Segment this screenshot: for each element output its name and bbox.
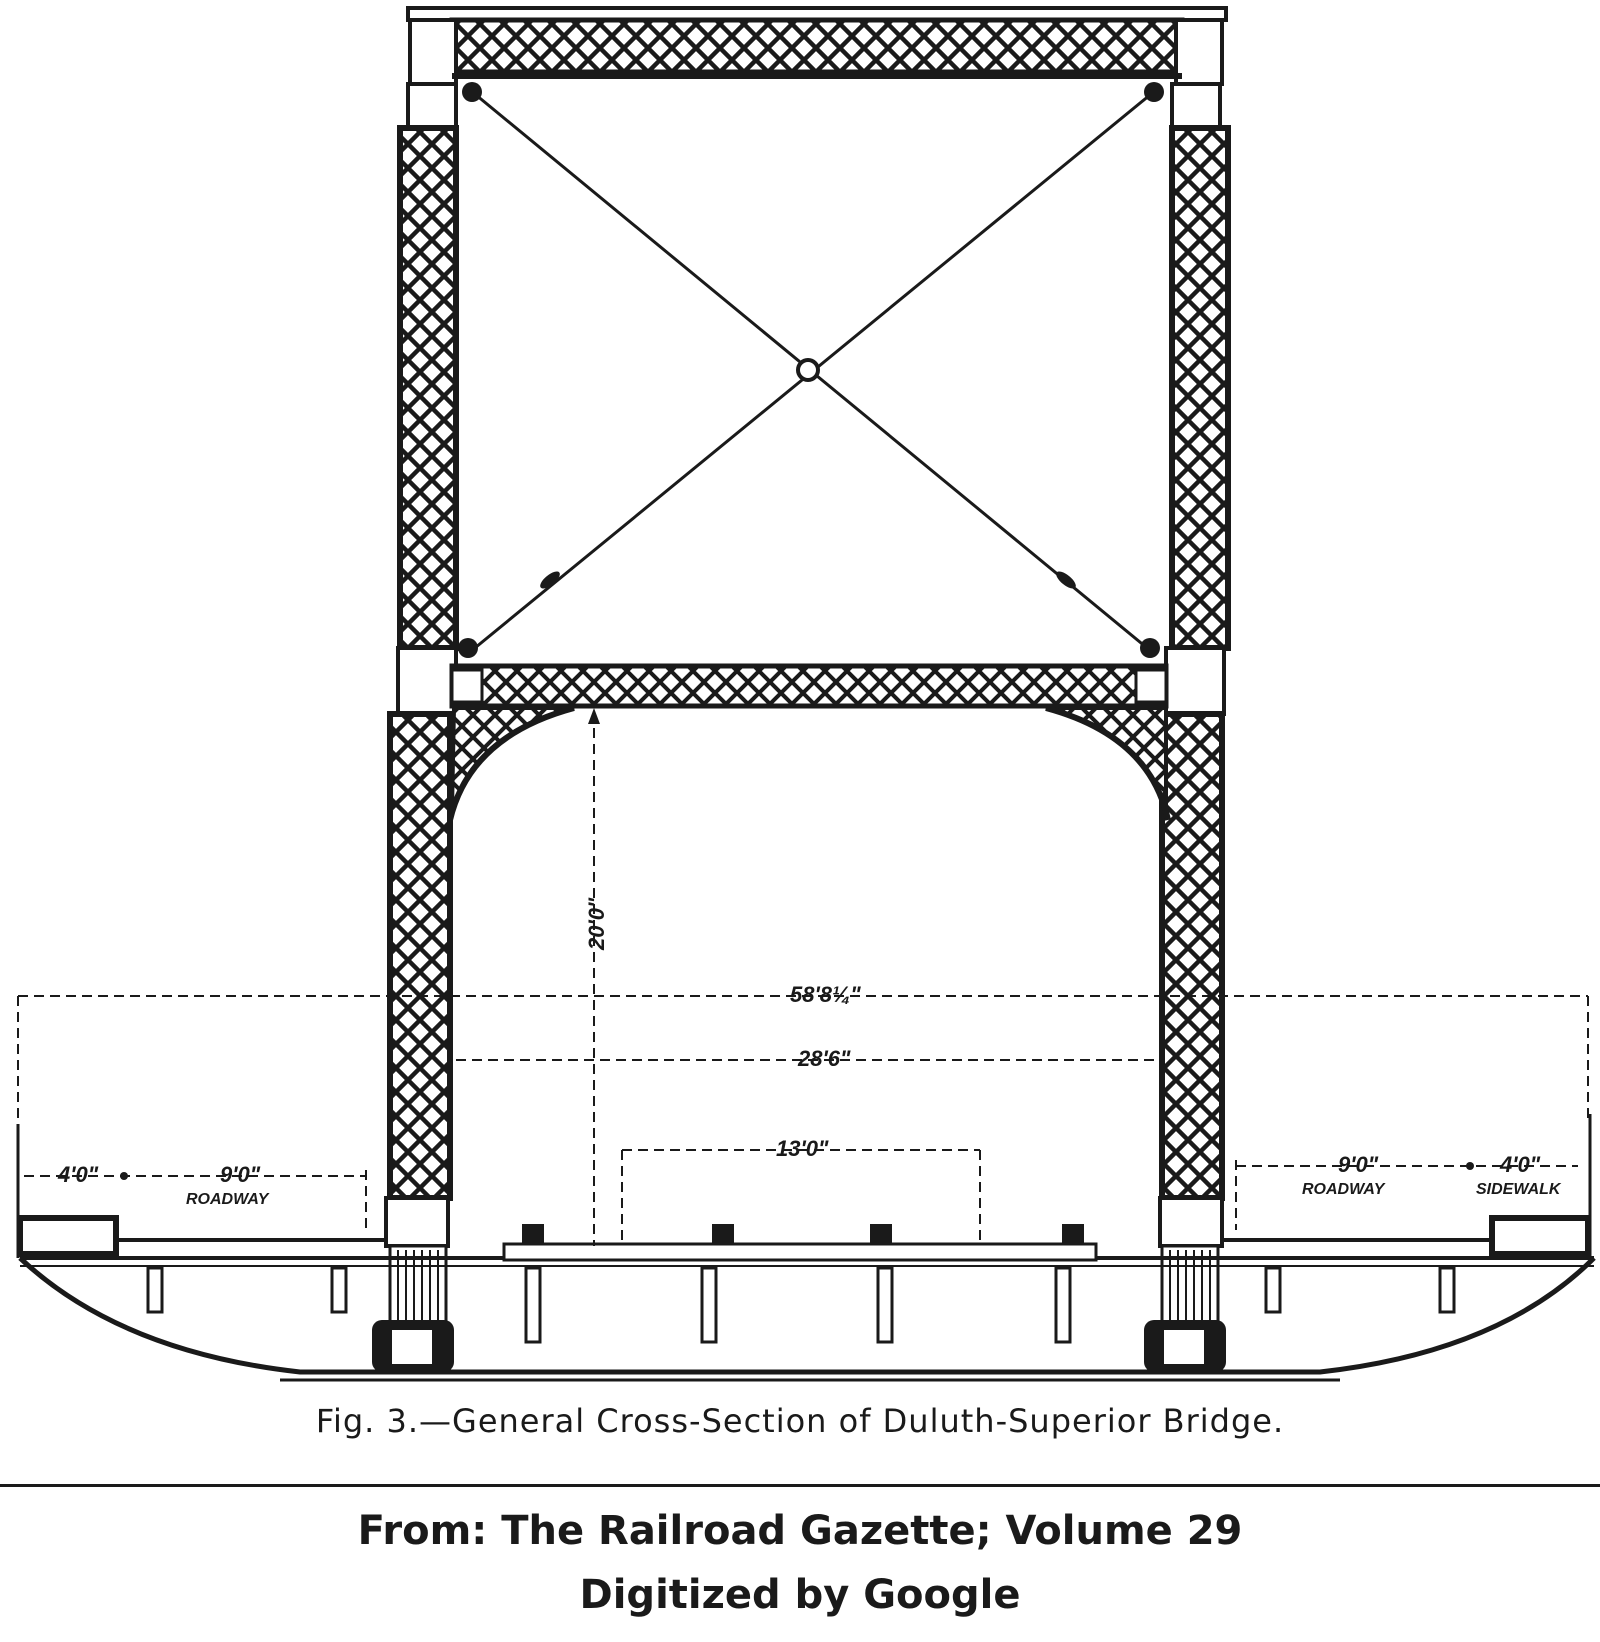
dim-right-sidewalk: 4'0" (1499, 1152, 1541, 1177)
right-tower-column (1144, 82, 1231, 1372)
bridge-cross-section-drawing: 58'8¼" 28'6" 13'0" 20'0" 4'0" 9'0" ROADW… (16, 6, 1596, 1382)
lower-lattice-girder (449, 663, 1169, 709)
dimension-lines (17, 712, 1589, 1246)
cross-bracing (458, 82, 1164, 658)
knee-braces (447, 705, 1171, 821)
left-tower-column (372, 82, 459, 1372)
figure-caption: Fig. 3.—General Cross-Section of Duluth-… (315, 1402, 1285, 1440)
dim-right-roadway: 9'0" (1338, 1152, 1379, 1177)
label-left-roadway: ROADWAY (186, 1191, 270, 1208)
dim-between-towers: 28'6" (797, 1046, 851, 1071)
dim-left-sidewalk: 4'0" (57, 1162, 99, 1187)
suspended-car-deck (16, 1114, 1596, 1382)
label-right-sidewalk: SIDEWALK (1476, 1181, 1562, 1198)
divider-rule (0, 1484, 1600, 1487)
dim-clearance-height: 20'0" (584, 897, 609, 951)
dim-overall-width: 58'8¼" (790, 982, 861, 1007)
label-right-roadway: ROADWAY (1302, 1181, 1386, 1198)
source-citation: From: The Railroad Gazette; Volume 29 (357, 1508, 1243, 1554)
digitized-credit: Digitized by Google (579, 1572, 1021, 1618)
dim-left-roadway: 9'0" (220, 1162, 261, 1187)
top-lattice-girder (406, 6, 1228, 86)
dim-center-span: 13'0" (776, 1136, 829, 1161)
